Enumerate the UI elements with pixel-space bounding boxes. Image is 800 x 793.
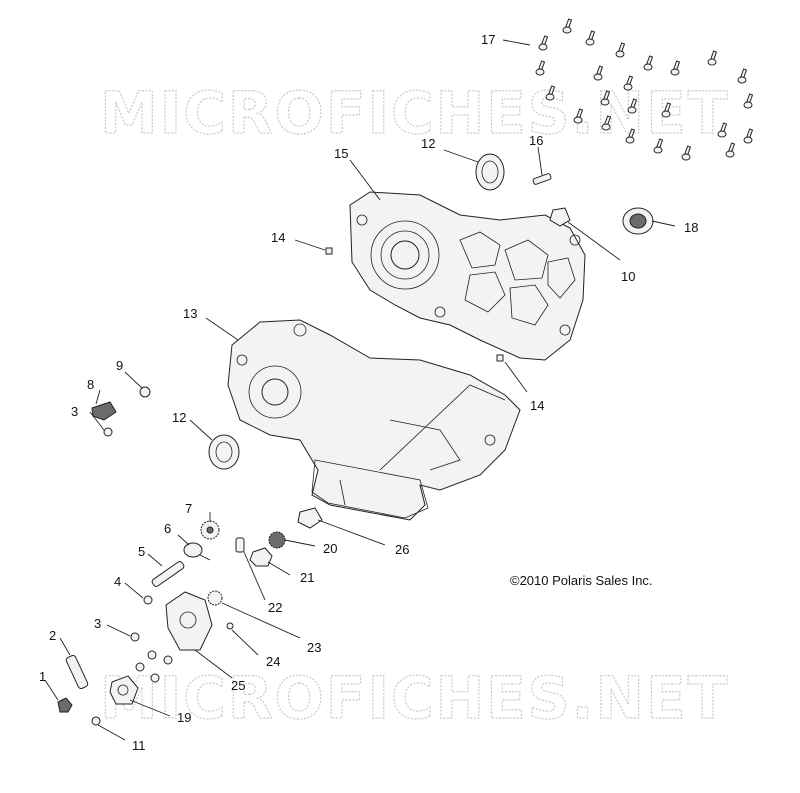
gear-20 [268, 531, 286, 549]
callout-12-upper: 12 [421, 136, 435, 151]
washer-24 [226, 622, 234, 630]
bolt-17 [615, 42, 626, 58]
bolt-17 [743, 128, 754, 144]
callout-4: 4 [114, 574, 121, 589]
callout-24: 24 [266, 654, 280, 669]
callout-2: 2 [49, 628, 56, 643]
bolt-17 [573, 108, 584, 124]
seal-12-upper [475, 153, 505, 191]
plug-26 [297, 507, 323, 529]
watermark-top: MICROFICHES.NET [100, 79, 729, 147]
bolt-17 [625, 128, 636, 144]
bolt-17 [545, 85, 556, 101]
bolt-17 [681, 145, 692, 161]
bolt-17 [653, 138, 664, 154]
callout-5: 5 [138, 544, 145, 559]
callout-14-upper: 14 [271, 230, 285, 245]
callout-10: 10 [621, 269, 635, 284]
bolt-17 [600, 90, 611, 106]
bolt-17 [535, 60, 546, 76]
bolt-17 [743, 93, 754, 109]
callout-11: 11 [132, 738, 146, 753]
bolt-17 [717, 122, 728, 138]
bolt-17 [707, 50, 718, 66]
watermark-bottom: MICROFICHES.NET [100, 664, 729, 732]
gear-23 [207, 590, 223, 606]
bolt-17 [643, 55, 654, 71]
clip-11 [91, 716, 101, 726]
callout-6: 6 [164, 521, 171, 536]
dowel-16 [532, 173, 552, 185]
callout-26: 26 [395, 542, 409, 557]
callout-15: 15 [334, 146, 348, 161]
callout-17: 17 [481, 32, 495, 47]
leader-lines [44, 39, 676, 741]
bolt-17 [737, 68, 748, 84]
seal-12-lower [208, 434, 240, 470]
callout-3-lower: 3 [94, 616, 101, 631]
sensor-19 [109, 675, 139, 705]
crankcase-cover-15 [349, 191, 586, 361]
callout-8: 8 [87, 377, 94, 392]
bolt-17 [627, 98, 638, 114]
callout-3-upper: 3 [71, 404, 78, 419]
spring-22 [235, 537, 245, 553]
callout-19: 19 [177, 710, 191, 725]
bolt-17 [661, 102, 672, 118]
callout-7: 7 [185, 501, 192, 516]
shaft-5 [151, 561, 185, 587]
washer-4 [143, 595, 153, 605]
washer-9 [139, 386, 151, 398]
callout-21: 21 [300, 570, 314, 585]
gear-7 [200, 520, 220, 540]
callout-9: 9 [116, 358, 123, 373]
nut-1 [57, 697, 73, 713]
bolt-group-3-lower [130, 632, 173, 683]
callout-25: 25 [231, 678, 245, 693]
callout-16: 16 [529, 133, 543, 148]
callout-23: 23 [307, 640, 321, 655]
bolt-3-upper [103, 427, 113, 437]
copyright-text: ©2010 Polaris Sales Inc. [510, 573, 653, 588]
bolt-cluster-17 [535, 18, 754, 161]
callout-18: 18 [684, 220, 698, 235]
sensor-8 [91, 401, 117, 421]
pump-housing-25 [165, 591, 213, 651]
bolt-17 [623, 75, 634, 91]
callout-13: 13 [183, 306, 197, 321]
bolt-17 [538, 35, 549, 51]
bearing-18 [622, 207, 654, 235]
bolt-17 [562, 18, 573, 34]
gear-6 [183, 542, 211, 561]
bolt-17 [725, 142, 736, 158]
plug-10 [549, 207, 571, 227]
nut-21 [249, 547, 273, 567]
bolt-17 [601, 115, 612, 131]
bracket-2 [65, 654, 89, 690]
callout-14-lower: 14 [530, 398, 544, 413]
callout-12-lower: 12 [172, 410, 186, 425]
callout-labels: 17 15 12 16 14 18 10 13 9 8 14 3 12 7 6 … [39, 32, 698, 753]
pin-14-upper [325, 247, 333, 255]
callout-22: 22 [268, 600, 282, 615]
bolt-17 [593, 65, 604, 81]
bolt-17 [670, 60, 681, 76]
callout-1: 1 [39, 669, 46, 684]
crankcase-13 [227, 319, 521, 521]
bolt-17 [585, 30, 596, 46]
callout-20: 20 [323, 541, 337, 556]
pin-14-lower [496, 354, 504, 362]
